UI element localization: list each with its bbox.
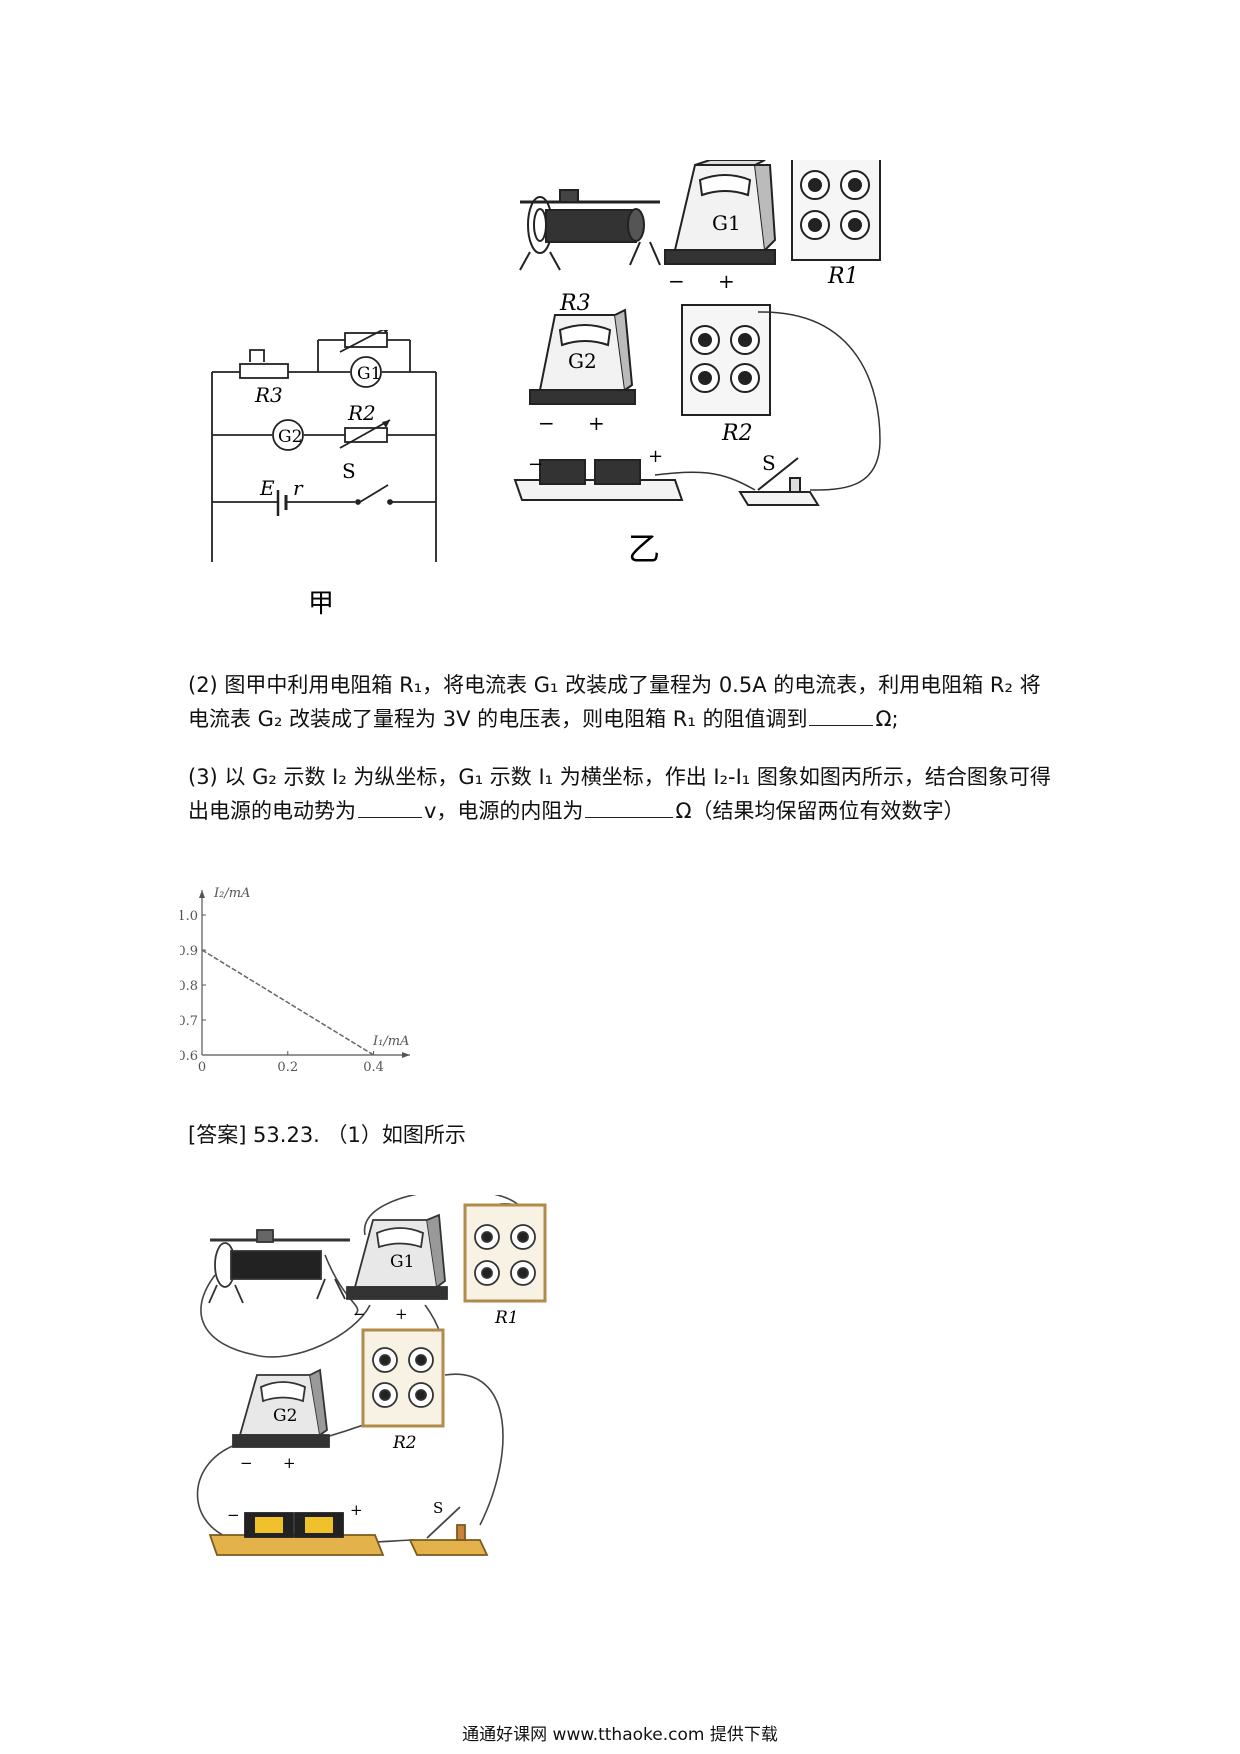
- g1-plus-label: +: [395, 1305, 408, 1323]
- resistance-box-r2-device: [361, 1328, 445, 1428]
- g1-label: G1: [712, 211, 741, 235]
- x-axis-label: I₁/mA: [372, 1034, 409, 1049]
- g2-symbol: [272, 419, 304, 451]
- g1-label: G1: [357, 364, 381, 384]
- q3-line2-mid: v，电源的内阻为: [424, 799, 584, 823]
- r1-label: R1: [494, 1308, 519, 1328]
- g1-label: G1: [390, 1252, 414, 1272]
- r3-symbol: [239, 363, 289, 379]
- r1-label: R1: [827, 264, 859, 289]
- s-label: S: [762, 451, 776, 475]
- r2-symbol: [344, 427, 388, 443]
- x-axis-arrow: [402, 1052, 410, 1058]
- battery-holder-device: [513, 459, 684, 501]
- q2-line2-pre: 电流表 G₂ 改装成了量程为 3V 的电压表，则电阻箱 R₁ 的阻值调到: [188, 707, 808, 731]
- s-label: S: [342, 459, 356, 483]
- meter-g2-device: [232, 1368, 330, 1448]
- answer-blank-internal-resistance[interactable]: [585, 797, 674, 818]
- battery-plus-label: +: [350, 1501, 363, 1519]
- q2-line2: 电流表 G₂ 改装成了量程为 3V 的电压表，则电阻箱 R₁ 的阻值调到 Ω;: [188, 702, 899, 736]
- g2-minus-label: −: [538, 411, 555, 435]
- r2-label: R2: [347, 401, 376, 425]
- rheostat-r3-device: [208, 1229, 350, 1304]
- e-label: E: [259, 476, 275, 500]
- g1-symbol: [350, 356, 382, 388]
- x-tick-label: 0: [198, 1060, 206, 1075]
- g2-label: G2: [273, 1406, 297, 1426]
- g1-plus-label: +: [718, 269, 735, 293]
- r2-label: R2: [721, 421, 753, 446]
- meter-g2-device: [529, 308, 636, 405]
- y-axis-label: I₂/mA: [213, 886, 250, 901]
- wire: [654, 471, 756, 491]
- g1-minus-label: −: [353, 1305, 366, 1323]
- switch-s-device: [738, 457, 820, 506]
- g1-minus-label: −: [668, 269, 685, 293]
- q3-line2: 出电源的电动势为 v，电源的内阻为 Ω（结果均保留两位有效数字）: [188, 794, 964, 828]
- r1-symbol: [344, 332, 388, 348]
- y-tick-label: 0.6: [180, 1049, 198, 1064]
- answer-figure: G1 − + R1 G2 − + R2 − + S: [196, 1195, 547, 1556]
- r3-label: R3: [559, 291, 591, 316]
- y-tick-label: 0.8: [180, 979, 198, 994]
- battery-minus-label: −: [528, 454, 543, 475]
- q2-line2-post: Ω;: [875, 707, 899, 731]
- answer-text: [答案] 53.23. （1）如图所示: [188, 1123, 466, 1147]
- g2-plus-label: +: [283, 1454, 296, 1472]
- g2-plus-label: +: [588, 411, 605, 435]
- battery-plus-label: +: [648, 446, 663, 467]
- figure-yi-caption: 乙: [628, 530, 660, 568]
- figure-yi: R3 G1 − + R1 G2 − + R2: [513, 160, 881, 568]
- y-tick-label: 0.9: [180, 944, 198, 959]
- wire: [757, 311, 881, 491]
- resistance-box-r1-device: [791, 160, 881, 261]
- y-tick-label: 1.0: [180, 909, 198, 924]
- battery-minus-label: −: [227, 1506, 240, 1524]
- resistance-box-r2-device: [681, 304, 771, 416]
- battery-holder-device: [208, 1512, 385, 1556]
- figure-jia: R1 R3 G1 G2 R2 E r S 甲: [211, 330, 437, 619]
- switch-symbol: [359, 484, 389, 503]
- y-axis-arrow: [199, 890, 205, 898]
- y-tick-label: 0.7: [180, 1014, 198, 1029]
- answer-blank-emf[interactable]: [358, 797, 422, 818]
- rheostat-r3-device: [519, 189, 661, 271]
- series-line: [201, 949, 374, 1056]
- s-label: S: [433, 1499, 443, 1517]
- chart-i2-i1: 0.6 0.7 0.8 0.9 1.0 0 0.2 0.4 I₂/mA I₁/mA: [180, 886, 410, 1075]
- q3-line1: (3) 以 G₂ 示数 I₂ 为纵坐标，G₁ 示数 I₁ 为横坐标，作出 I₂-…: [188, 765, 1051, 789]
- meter-g1-device: [346, 1213, 448, 1300]
- r3-label: R3: [254, 383, 283, 407]
- g2-label: G2: [568, 349, 597, 373]
- q2-line1: (2) 图甲中利用电阻箱 R₁，将电流表 G₁ 改装成了量程为 0.5A 的电流…: [188, 673, 1041, 697]
- page-footer: 通通好课网 www.tthaoke.com 提供下载: [462, 1725, 778, 1745]
- g2-label: G2: [278, 427, 302, 447]
- answer-blank-r1[interactable]: [809, 705, 874, 726]
- r2-label: R2: [392, 1433, 417, 1453]
- resistance-box-r1-device: [463, 1203, 547, 1303]
- x-tick-label: 0.2: [277, 1060, 298, 1075]
- r-label: r: [293, 476, 304, 500]
- g2-minus-label: −: [240, 1454, 253, 1472]
- q3-line2-post: Ω（结果均保留两位有效数字）: [675, 799, 965, 823]
- x-tick-label: 0.4: [363, 1060, 384, 1075]
- switch-s-device: [408, 1506, 489, 1556]
- q3-line2-pre: 出电源的电动势为: [188, 799, 356, 823]
- figure-jia-caption: 甲: [308, 589, 334, 619]
- meter-g1-device: [664, 160, 777, 265]
